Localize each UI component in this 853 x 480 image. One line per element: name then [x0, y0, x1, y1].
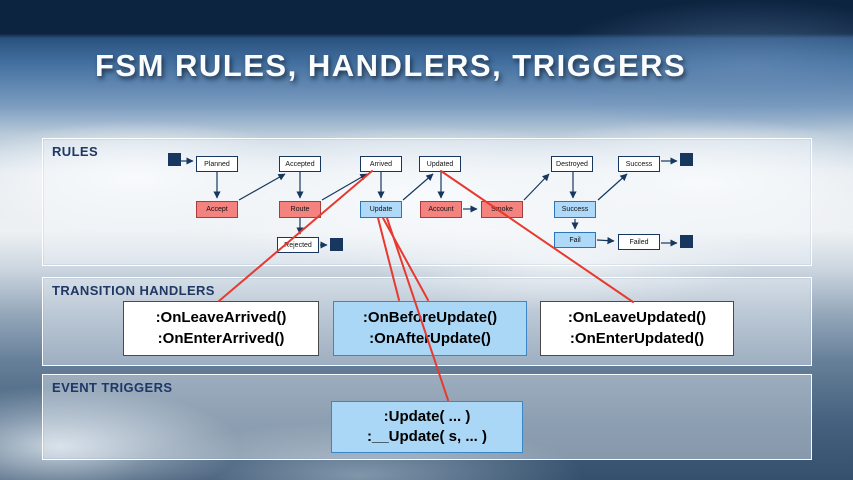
event-triggers-label: EVENT TRIGGERS — [52, 380, 173, 395]
handler-line: :OnBeforeUpdate() — [362, 309, 498, 327]
fsm-transition-fail: Fail — [554, 232, 596, 248]
handler-line: :OnAfterUpdate() — [369, 329, 491, 347]
handler-line: :OnLeaveUpdated() — [567, 309, 707, 327]
fsm-transition-account: Account — [420, 201, 462, 218]
fsm-state-failed: Failed — [618, 234, 660, 250]
handler-line: :OnEnterArrived() — [157, 329, 285, 347]
transition-handlers-panel: TRANSITION HANDLERS :OnLeaveArrived() :O… — [42, 277, 812, 366]
fsm-start-square — [168, 153, 181, 166]
fsm-state-arrived: Arrived — [360, 156, 402, 172]
trigger-box-update: :Update( ... ) :__Update( s, ... ) — [331, 401, 523, 453]
fsm-end-square-failed — [680, 235, 693, 248]
fsm-state-destroyed: Destroyed — [551, 156, 593, 172]
handler-box-arrived: :OnLeaveArrived() :OnEnterArrived() — [123, 301, 319, 356]
trigger-line: :__Update( s, ... ) — [366, 428, 488, 445]
fsm-end-square-rejected — [330, 238, 343, 251]
handler-box-update: :OnBeforeUpdate() :OnAfterUpdate() — [333, 301, 527, 356]
fsm-transition-update: Update — [360, 201, 402, 218]
slide-title: FSM RULES, HANDLERS, TRIGGERS — [95, 48, 687, 83]
fsm-state-planned: Planned — [196, 156, 238, 172]
fsm-transition-success: Success — [554, 201, 596, 218]
handler-line: :OnEnterUpdated() — [569, 329, 705, 347]
fsm-state-updated: Updated — [419, 156, 461, 172]
transition-handlers-label: TRANSITION HANDLERS — [52, 283, 215, 298]
rules-panel: RULES — [42, 138, 812, 266]
fsm-transition-accept: Accept — [196, 201, 238, 218]
fsm-transition-route: Route — [279, 201, 321, 218]
fsm-state-rejected: Rejected — [277, 237, 319, 253]
fsm-state-success: Success — [618, 156, 660, 172]
rules-panel-label: RULES — [52, 144, 99, 159]
fsm-end-square-success — [680, 153, 693, 166]
trigger-line: :Update( ... ) — [383, 407, 471, 425]
fsm-state-accepted: Accepted — [279, 156, 321, 172]
fsm-transition-smoke: Smoke — [481, 201, 523, 218]
handler-line: :OnLeaveArrived() — [155, 309, 287, 327]
handler-box-updated: :OnLeaveUpdated() :OnEnterUpdated() — [540, 301, 734, 356]
event-triggers-panel: EVENT TRIGGERS :Update( ... ) :__Update(… — [42, 374, 812, 460]
